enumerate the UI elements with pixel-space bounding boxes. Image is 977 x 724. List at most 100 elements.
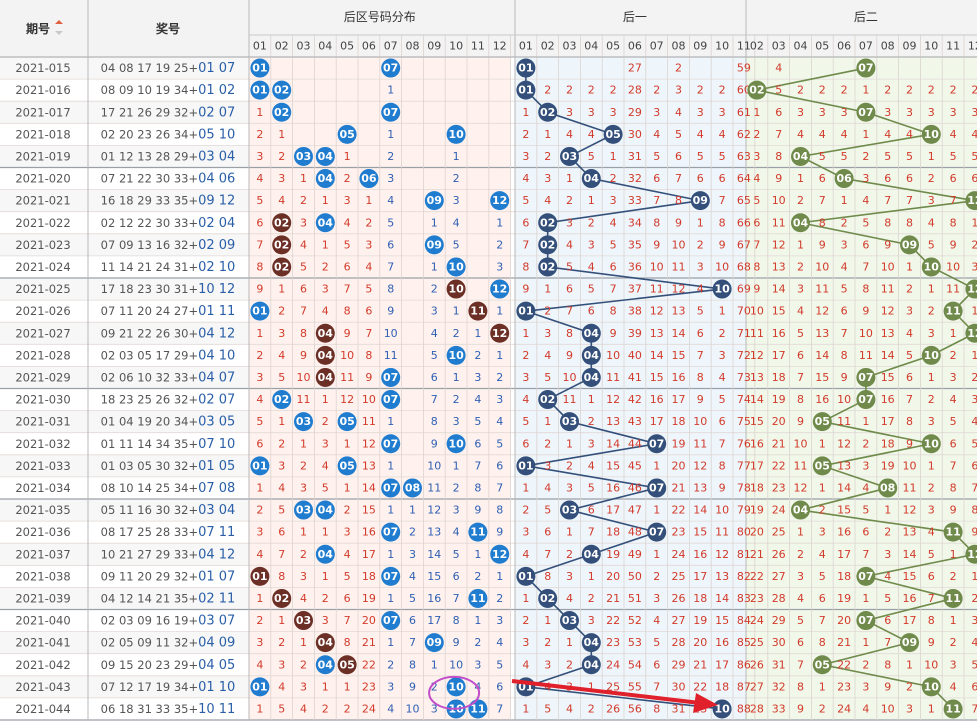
svg-text:11: 11 bbox=[470, 305, 485, 318]
svg-text:01: 01 bbox=[518, 570, 533, 583]
miss-count: 8 bbox=[841, 349, 848, 362]
miss-count: 6 bbox=[719, 172, 726, 185]
back-ball: 07 bbox=[381, 434, 401, 454]
svg-text:07: 07 bbox=[858, 570, 873, 583]
miss-count: 6 bbox=[971, 680, 977, 693]
miss-count: 4 bbox=[862, 194, 869, 207]
miss-count: 7 bbox=[344, 283, 351, 296]
miss-count: 4 bbox=[797, 128, 804, 141]
miss-count: 5 bbox=[819, 150, 826, 163]
miss-count: 2 bbox=[544, 150, 551, 163]
miss-count: 82 bbox=[737, 570, 751, 583]
miss-count: 2 bbox=[453, 393, 460, 406]
period-cell: 2021-022 bbox=[15, 216, 70, 230]
miss-count: 5 bbox=[775, 84, 782, 97]
svg-text:09: 09 bbox=[427, 238, 442, 251]
miss-count: 8 bbox=[522, 260, 529, 273]
miss-count: 10 bbox=[362, 393, 376, 406]
miss-count: 2 bbox=[496, 592, 503, 605]
col-header-he: 06 bbox=[837, 40, 851, 53]
miss-count: 6 bbox=[797, 636, 804, 649]
prize-cell: 17 18 23 30 31+10 12 bbox=[101, 282, 236, 297]
back-ball: 07 bbox=[381, 611, 401, 631]
miss-count: 9 bbox=[453, 636, 460, 649]
svg-text:02: 02 bbox=[540, 106, 555, 119]
miss-count: 20 bbox=[837, 614, 851, 627]
hou-yi-ball: 05 bbox=[603, 124, 623, 144]
svg-text:10: 10 bbox=[924, 437, 940, 450]
miss-count: 2 bbox=[278, 150, 285, 163]
col-header-he: 08 bbox=[881, 40, 895, 53]
miss-count: 1 bbox=[453, 150, 460, 163]
miss-count: 30 bbox=[772, 636, 786, 649]
miss-count: 4 bbox=[278, 194, 285, 207]
sort-up-down-icon[interactable] bbox=[55, 20, 63, 35]
miss-count: 30 bbox=[628, 128, 642, 141]
miss-count: 5 bbox=[387, 216, 394, 229]
miss-count: 15 bbox=[815, 371, 829, 384]
hou-yi-ball: 01 bbox=[516, 301, 536, 321]
miss-count: 18 bbox=[837, 570, 851, 583]
svg-text:12: 12 bbox=[967, 283, 977, 296]
miss-count: 2 bbox=[431, 283, 438, 296]
miss-count: 11 bbox=[563, 393, 577, 406]
period-cell: 2021-026 bbox=[15, 304, 70, 318]
miss-count: 6 bbox=[344, 592, 351, 605]
svg-text:09: 09 bbox=[902, 636, 917, 649]
col-header-he: 12 bbox=[968, 40, 977, 53]
miss-count: 12 bbox=[340, 393, 354, 406]
miss-count: 10 bbox=[384, 327, 398, 340]
miss-count: 7 bbox=[431, 393, 438, 406]
period-header[interactable]: 期号 bbox=[26, 21, 50, 36]
miss-count: 16 bbox=[672, 371, 686, 384]
svg-text:10: 10 bbox=[448, 128, 464, 141]
miss-count: 3 bbox=[797, 106, 804, 119]
miss-count: 1 bbox=[971, 305, 977, 318]
miss-count: 7 bbox=[566, 305, 573, 318]
miss-count: 1 bbox=[862, 128, 869, 141]
period-cell: 2021-044 bbox=[15, 702, 70, 716]
svg-text:03: 03 bbox=[296, 614, 311, 627]
miss-count: 10 bbox=[903, 459, 917, 472]
miss-count: 4 bbox=[862, 702, 869, 715]
miss-count: 13 bbox=[672, 305, 686, 318]
svg-text:04: 04 bbox=[318, 172, 334, 185]
miss-count: 11 bbox=[672, 260, 686, 273]
miss-count: 23 bbox=[837, 680, 851, 693]
miss-count: 4 bbox=[819, 128, 826, 141]
miss-count: 2 bbox=[719, 327, 726, 340]
miss-count: 15 bbox=[903, 570, 917, 583]
miss-count: 9 bbox=[906, 437, 913, 450]
miss-count: 3 bbox=[522, 150, 529, 163]
miss-count: 13 bbox=[837, 459, 851, 472]
miss-count: 6 bbox=[496, 680, 503, 693]
prize-cell: 04 12 14 21 35+02 11 bbox=[101, 591, 236, 606]
col-header-back: 10 bbox=[449, 40, 463, 53]
period-cell: 2021-027 bbox=[15, 326, 70, 340]
hou-yi-ball: 03 bbox=[560, 412, 579, 432]
miss-count: 3 bbox=[278, 658, 285, 671]
miss-count: 6 bbox=[431, 371, 438, 384]
hou-er-ball: 10 bbox=[921, 677, 941, 697]
svg-text:10: 10 bbox=[448, 680, 464, 693]
svg-text:07: 07 bbox=[858, 371, 873, 384]
miss-count: 28 bbox=[672, 636, 686, 649]
miss-count: 4 bbox=[365, 260, 372, 273]
svg-text:02: 02 bbox=[274, 260, 289, 273]
back-ball: 12 bbox=[490, 191, 510, 211]
miss-count: 2 bbox=[544, 437, 551, 450]
miss-count: 6 bbox=[775, 106, 782, 119]
miss-count: 11 bbox=[693, 437, 707, 450]
miss-count: 20 bbox=[672, 459, 686, 472]
miss-count: 26 bbox=[772, 548, 786, 561]
miss-count: 10 bbox=[672, 238, 686, 251]
back-ball: 04 bbox=[315, 169, 335, 189]
miss-count: 3 bbox=[387, 680, 394, 693]
miss-count: 2 bbox=[950, 570, 957, 583]
prize-cell: 05 11 16 30 32+03 04 bbox=[101, 503, 236, 518]
miss-count: 66 bbox=[737, 216, 751, 229]
miss-count: 5 bbox=[278, 371, 285, 384]
miss-count: 3 bbox=[819, 526, 826, 539]
miss-count: 5 bbox=[862, 504, 869, 517]
svg-text:04: 04 bbox=[584, 327, 600, 340]
